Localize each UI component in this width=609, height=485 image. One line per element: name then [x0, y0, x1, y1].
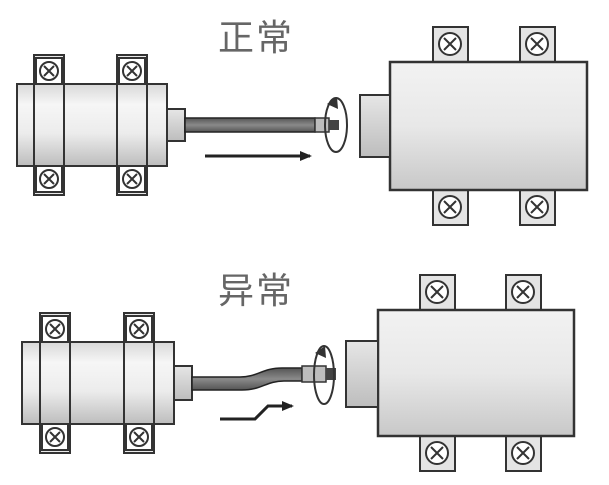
- abnormal-motor-clamp-right: [123, 312, 155, 454]
- normal-caption: 正常: [218, 18, 294, 59]
- normal-shaft: [184, 117, 316, 133]
- normal-motor-body: [16, 83, 168, 167]
- abnormal-motor-body: [21, 341, 175, 425]
- abnormal-load: [345, 274, 576, 472]
- abnormal-rotation-icon: [313, 345, 335, 405]
- normal-load-body: [388, 60, 589, 192]
- abnormal-motor-endcap: [173, 365, 193, 401]
- normal-load-hub: [359, 94, 391, 158]
- abnormal-shaft-tip: [326, 368, 336, 380]
- abnormal-motor: [21, 312, 193, 454]
- normal-shaft-tip: [329, 120, 339, 130]
- normal-load: [359, 26, 589, 226]
- abnormal-load-body: [376, 308, 576, 438]
- abnormal-shaft: [191, 367, 303, 391]
- abnormal-caption: 异常: [218, 271, 294, 312]
- normal-rotation-icon: [324, 97, 348, 153]
- normal-coupling: [314, 117, 330, 133]
- abnormal-load-hub: [345, 340, 379, 408]
- abnormal-direction-arrow: [220, 401, 294, 421]
- normal-motor: [16, 54, 186, 196]
- normal-motor-endcap: [166, 108, 186, 142]
